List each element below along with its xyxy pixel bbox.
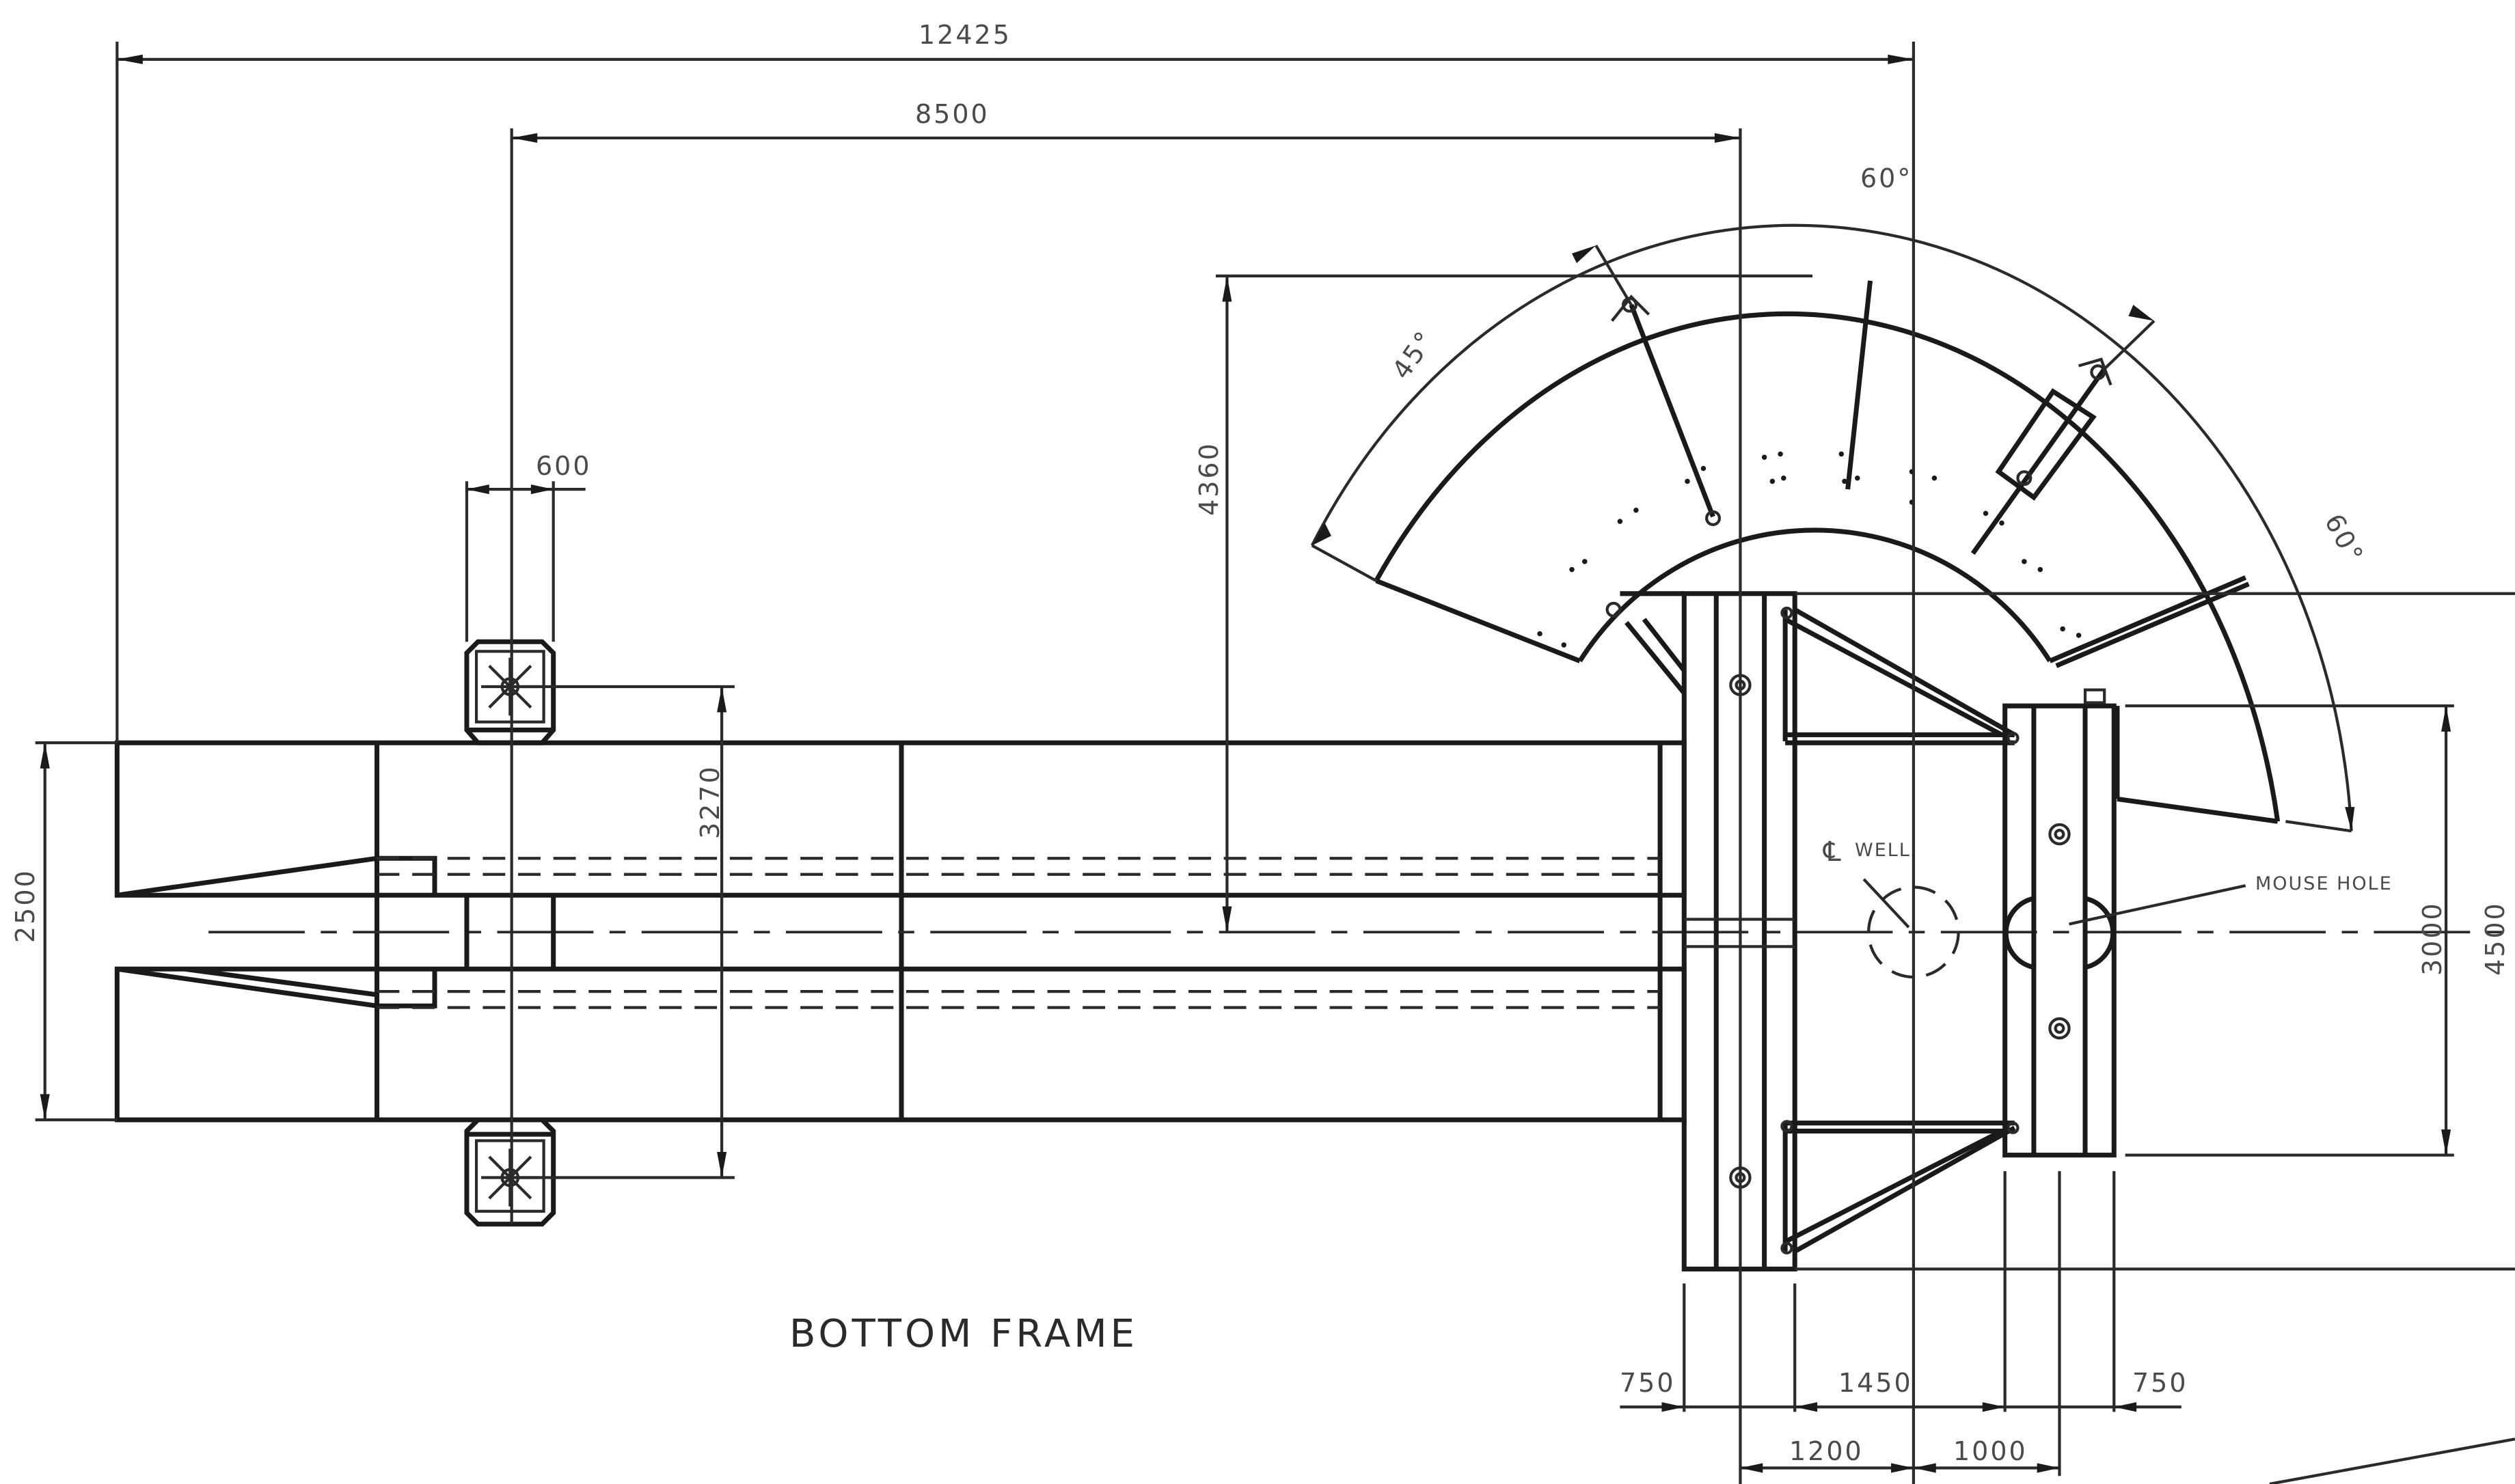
rear-frame: [1620, 591, 2020, 1272]
arc-segment: [1374, 280, 2281, 824]
dim-overall-height: 4500: [2480, 901, 2510, 976]
rear-cross-member: [2002, 688, 2117, 1158]
dim-frame-width: 2500: [10, 868, 40, 943]
dim-overall-length: 12425: [919, 20, 1011, 50]
dim-angle-top: 60°: [1860, 163, 1913, 193]
dim-bottom-1000: 1000: [1953, 1436, 2028, 1466]
dim-pad-spacing: 3270: [695, 765, 725, 839]
lower-pad: [464, 1117, 556, 1227]
centerline-symbol: ℄: [1823, 836, 1843, 868]
main-beams: [114, 740, 2515, 1123]
dim-frame-length: 8500: [915, 99, 990, 129]
dim-arc-height: 4360: [1194, 441, 1224, 516]
dim-bottom-750-right: 750: [2132, 1368, 2188, 1398]
dim-rear-height: 3000: [2417, 901, 2447, 976]
dim-pad-width: 600: [536, 451, 592, 481]
drawing-title: BOTTOM FRAME: [789, 1312, 1138, 1356]
dim-bottom-1450: 1450: [1838, 1368, 1913, 1398]
dimension-lines: [35, 42, 2515, 1484]
dim-bottom-750-left: 750: [1620, 1368, 1676, 1398]
upper-pad: [464, 639, 556, 745]
note-mouse-hole: MOUSE HOLE: [2255, 873, 2393, 894]
dim-bottom-1200: 1200: [1789, 1436, 1864, 1466]
note-well: WELL: [1855, 840, 1911, 861]
well: [1862, 878, 1960, 979]
